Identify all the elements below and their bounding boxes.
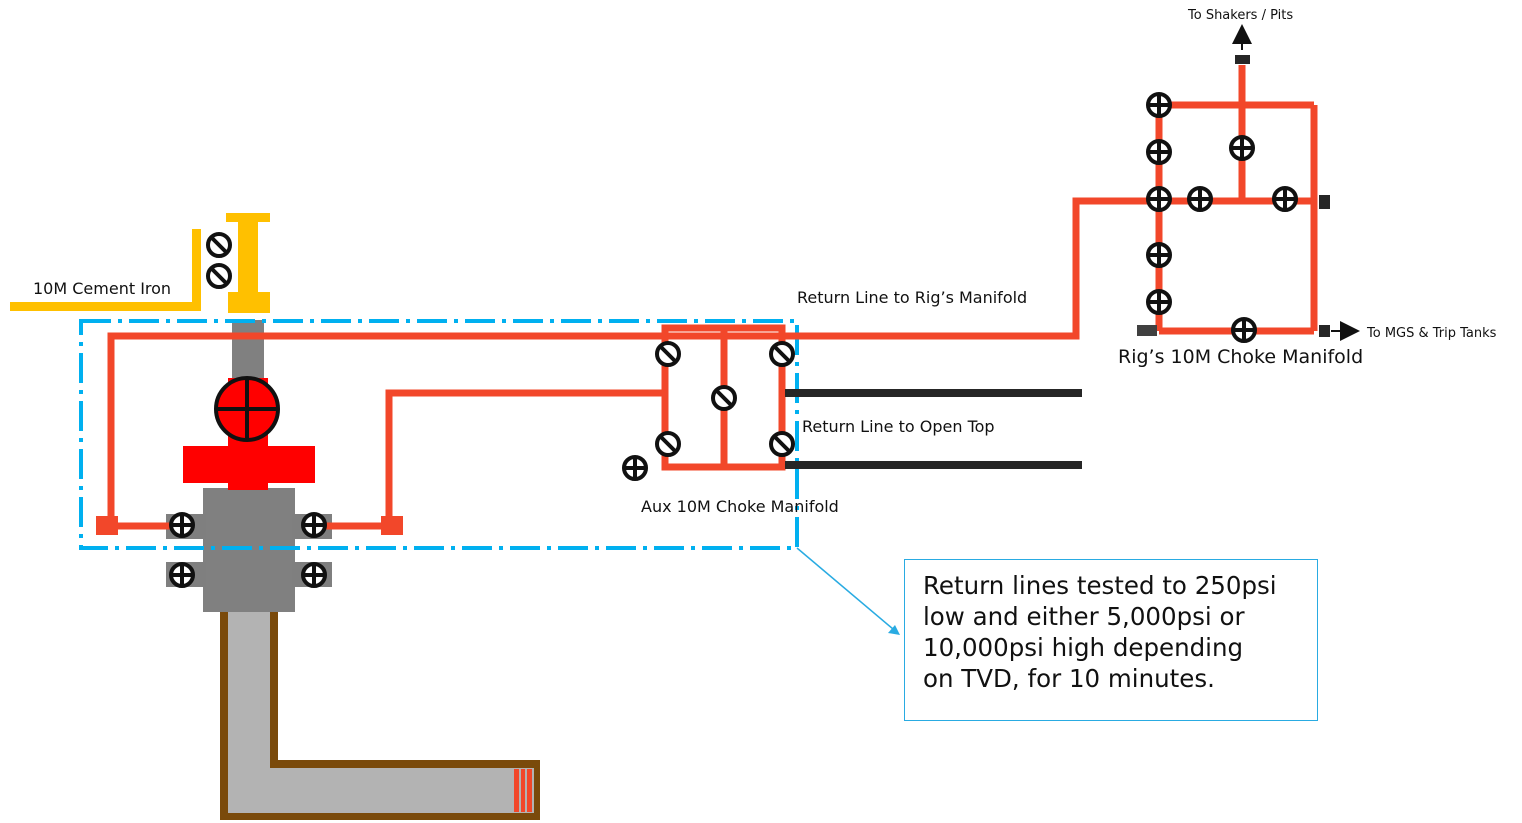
cement-valve-lower-icon: [206, 263, 232, 289]
rig-valve-7-icon: [1146, 242, 1172, 268]
rig-valve-6-icon: [1272, 186, 1298, 212]
wing-valve-upper-right-icon: [301, 512, 327, 538]
cement-iron-label: 10M Cement Iron: [33, 279, 171, 298]
aux-valve-bottom-left-icon: [655, 431, 681, 457]
callout-line-1: Return lines tested to 250psi: [923, 571, 1277, 600]
cement-valve-upper-icon: [206, 232, 232, 258]
to-mgs-label: To MGS & Trip Tanks: [1366, 326, 1497, 341]
casing: [220, 600, 540, 820]
aux-valve-top-left-icon: [655, 341, 681, 367]
aux-valve-top-right-icon: [769, 341, 795, 367]
wing-valve-upper-left-icon: [169, 512, 195, 538]
return-open-top-label: Return Line to Open Top: [802, 417, 995, 436]
rig-valve-1-icon: [1146, 92, 1172, 118]
aux-valve-center-icon: [711, 385, 737, 411]
aux-manifold-boundary: [79, 319, 799, 550]
rig-valve-3-icon: [1146, 186, 1172, 212]
rig-valve-8-icon: [1146, 289, 1172, 315]
callout-line-2: low and either 5,000psi or: [923, 602, 1245, 631]
return-rig-label: Return Line to Rig’s Manifold: [797, 288, 1027, 307]
to-shakers-label: To Shakers / Pits: [1187, 8, 1293, 23]
wing-valve-lower-left-icon: [169, 562, 195, 588]
right-outlet-flange: [381, 516, 403, 535]
master-valve-icon: [214, 376, 280, 442]
rig-valve-4-icon: [1187, 186, 1213, 212]
callout-line-4: on TVD, for 10 minutes.: [923, 664, 1215, 693]
callout-line-3: 10,000psi high depending: [923, 633, 1244, 662]
rig-manifold-label: Rig’s 10M Choke Manifold: [1118, 346, 1363, 368]
open-top-lines: [785, 389, 1082, 469]
rig-valve-5-icon: [1229, 135, 1255, 161]
aux-valve-outlet-icon: [622, 455, 648, 481]
test-pressure-callout: Return lines tested to 250psi low and ei…: [904, 559, 1318, 721]
wing-valve-lower-right-icon: [301, 562, 327, 588]
rig-valve-2-icon: [1146, 139, 1172, 165]
cement-iron: [10, 213, 270, 313]
aux-manifold-label: Aux 10M Choke Manifold: [641, 497, 839, 516]
aux-valve-bottom-right-icon: [769, 431, 795, 457]
callout-leader: [796, 547, 894, 630]
casing-shoe-stripes: [514, 769, 532, 812]
rig-valve-9-icon: [1231, 317, 1257, 343]
left-outlet-flange: [96, 516, 118, 535]
